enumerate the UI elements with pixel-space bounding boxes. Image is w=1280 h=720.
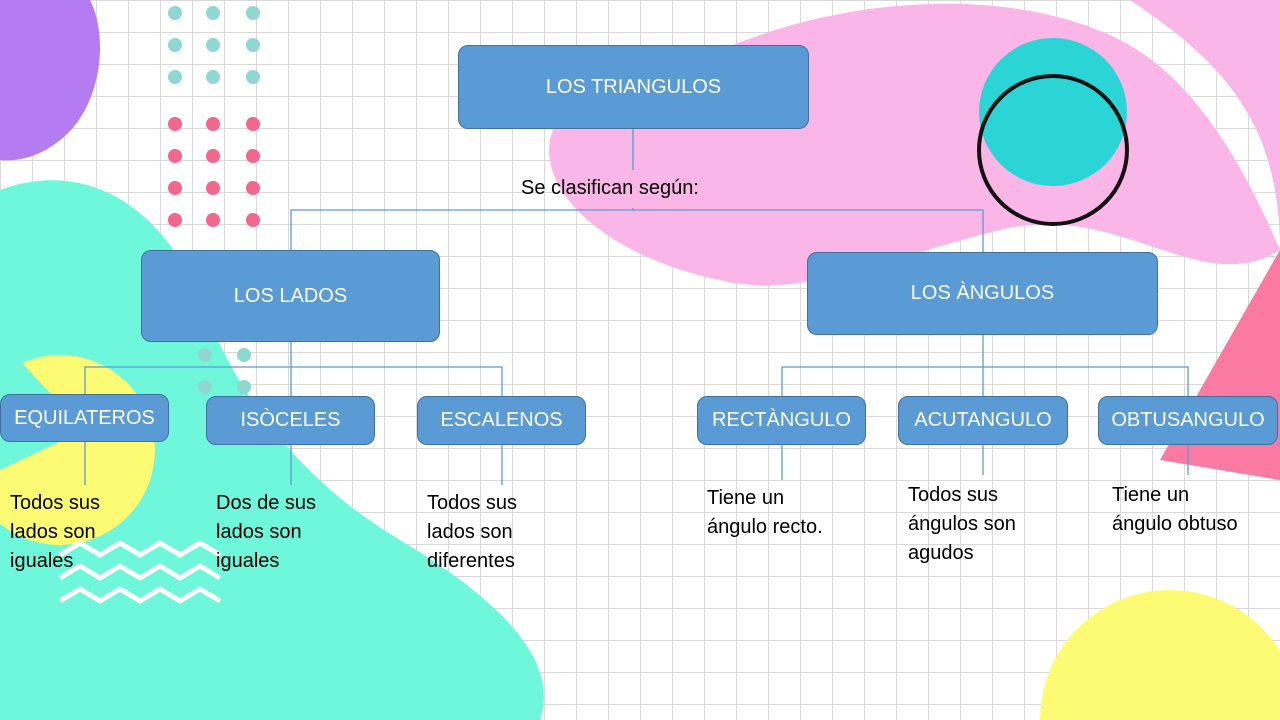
description-obtusangulo: Tiene un ángulo obtuso xyxy=(1112,484,1238,535)
pink-dot-pattern xyxy=(168,117,260,227)
connector-label: Se clasifican según: xyxy=(521,177,699,199)
leaf-node-isosceles: ISÒCELES xyxy=(206,396,375,445)
leaf-node-acutangulo: ACUTANGULO xyxy=(898,396,1068,445)
leaf-label: EQUILATEROS xyxy=(14,406,155,429)
purple-circle xyxy=(0,0,100,161)
leaf-node-obtusangulo: OBTUSANGULO xyxy=(1098,396,1278,445)
description-isosceles: Dos de sus lados son iguales xyxy=(216,492,317,572)
leaf-label: ACUTANGULO xyxy=(914,409,1052,431)
leaf-node-escalenos: ESCALENOS xyxy=(417,396,586,445)
branch-label: LOS ÀNGULOS xyxy=(910,282,1055,304)
black-ring xyxy=(977,74,1129,226)
yellow-circle-right xyxy=(1040,589,1280,720)
description-acutangulo: Todos sus ángulos son agudos xyxy=(908,484,1016,564)
dot-pattern xyxy=(168,6,260,394)
teal-blob xyxy=(0,180,544,720)
branch-node-lados: LOS LADOS xyxy=(141,250,440,342)
teal-circle xyxy=(979,38,1127,186)
leaf-label: OBTUSANGULO xyxy=(1111,409,1265,431)
leaf-node-equilateros: EQUILATEROS xyxy=(0,394,169,442)
connector-lines xyxy=(84,129,1189,485)
description-rectangulo: Tiene un ángulo recto. xyxy=(707,487,823,538)
description-escalenos: Todos sus lados son diferentes xyxy=(427,492,518,572)
root-label: LOS TRIANGULOS xyxy=(545,75,722,98)
root-node: LOS TRIANGULOS xyxy=(458,45,809,129)
branch-label: LOS LADOS xyxy=(233,284,348,307)
description-equilateros: Todos sus lados son iguales xyxy=(10,492,101,572)
branch-node-angulos: LOS ÀNGULOS xyxy=(807,252,1158,335)
zigzag xyxy=(58,540,222,604)
leaf-label: ESCALENOS xyxy=(440,409,563,431)
leaf-label: RECTÀNGULO xyxy=(712,409,851,431)
leaf-node-rectangulo: RECTÀNGULO xyxy=(697,396,866,445)
leaf-label: ISÒCELES xyxy=(240,409,341,431)
